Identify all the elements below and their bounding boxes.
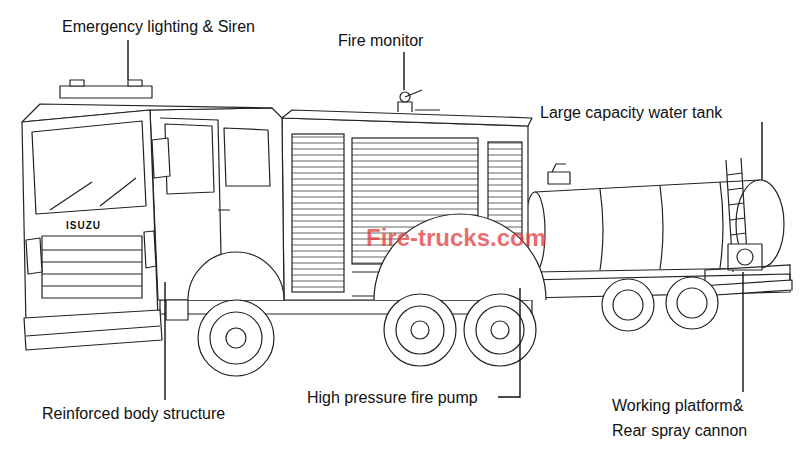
wheel-hub (491, 321, 509, 339)
wheel-arch (188, 252, 284, 300)
wheel-hub (411, 321, 429, 339)
grille (42, 236, 142, 298)
wheel-hub (226, 328, 246, 348)
leader-line (127, 40, 128, 80)
callout-label: Working platform& Rear spray cannon (612, 393, 782, 443)
cannon-nozzle (737, 249, 753, 265)
callout-label: Reinforced body structure (42, 401, 225, 426)
grille-bars (42, 250, 142, 286)
cab-side (150, 108, 284, 300)
callout-label: Large capacity water tank (540, 100, 722, 125)
callout-label: High pressure fire pump (307, 385, 478, 410)
wheel-rim (476, 306, 524, 354)
callout-label: Emergency lighting & Siren (62, 14, 255, 39)
water-tanker (525, 158, 792, 331)
leader-line (164, 282, 165, 400)
brand-logo: ISUZU (66, 219, 101, 233)
callout-label: Fire monitor (338, 28, 423, 53)
body-roof-rail (282, 110, 532, 126)
front-bumper (24, 310, 162, 350)
door-window (165, 124, 214, 194)
monitor-base (398, 102, 412, 112)
tanker-wheel (602, 279, 654, 331)
leader-line (498, 288, 520, 397)
wheel-rim (396, 306, 444, 354)
cab-step (166, 300, 188, 320)
cab-front (22, 110, 158, 326)
wheel-rim (210, 312, 262, 364)
front-wheel (198, 300, 274, 376)
tanker-wheel-rim (613, 290, 643, 320)
wipers (50, 178, 136, 210)
rear-spray-cannon (728, 244, 762, 270)
roller-shutter (292, 134, 344, 292)
headlight (144, 231, 156, 268)
light-bar (60, 86, 152, 98)
windshield (32, 121, 146, 214)
leader-line (761, 122, 762, 180)
monitor-nozzle (405, 90, 440, 110)
tanker-wheel-rim (677, 288, 707, 318)
rear-wheel (384, 294, 456, 366)
platform-rail (705, 265, 790, 286)
rear-wheel (464, 294, 536, 366)
side-mirror (152, 138, 170, 178)
watermark: Fire-trucks.com (366, 224, 546, 252)
siren (70, 80, 84, 86)
tank-shell (535, 180, 760, 272)
siren (128, 80, 142, 86)
tank-vent (552, 164, 566, 172)
rear-window (224, 128, 270, 186)
tank-bands (600, 182, 723, 270)
headlight (26, 238, 42, 274)
tank-hatch (548, 172, 570, 184)
leader-lines (128, 40, 762, 400)
leader-line (403, 52, 404, 90)
tanker-wheel (666, 277, 718, 329)
bumper-line (26, 326, 160, 336)
truck-cab (22, 80, 284, 376)
leader-line (742, 272, 743, 392)
